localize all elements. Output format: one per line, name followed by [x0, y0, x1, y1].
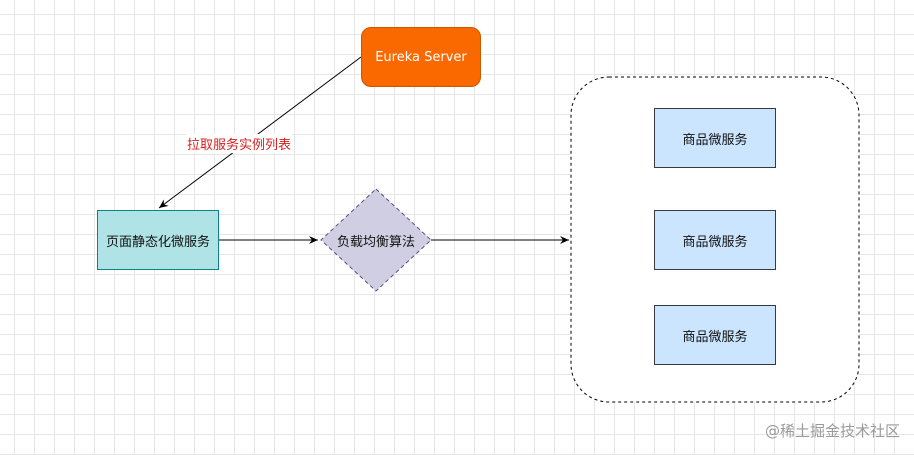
goods-service-node[interactable]: 商品微服务: [654, 210, 776, 270]
goods-service-label: 商品微服务: [682, 132, 748, 148]
eureka-server-node[interactable]: Eureka Server: [361, 27, 481, 87]
goods-service-node[interactable]: 商品微服务: [654, 108, 776, 168]
watermark: @稀土掘金技术社区: [764, 422, 900, 440]
load-balancer-diamond[interactable]: [320, 188, 432, 292]
load-balancer-label: 负载均衡算法: [336, 234, 415, 250]
goods-service-node[interactable]: 商品微服务: [654, 305, 776, 365]
page-static-service-label: 页面静态化微服务: [105, 234, 210, 250]
pull-instances-label: 拉取服务实例列表: [186, 134, 293, 153]
goods-service-label: 商品微服务: [682, 329, 748, 345]
edge-eureka-to-page-static: [158, 56, 362, 209]
page-static-service-node[interactable]: 页面静态化微服务: [97, 210, 219, 270]
eureka-server-label: Eureka Server: [375, 49, 467, 65]
goods-service-label: 商品微服务: [682, 234, 748, 250]
